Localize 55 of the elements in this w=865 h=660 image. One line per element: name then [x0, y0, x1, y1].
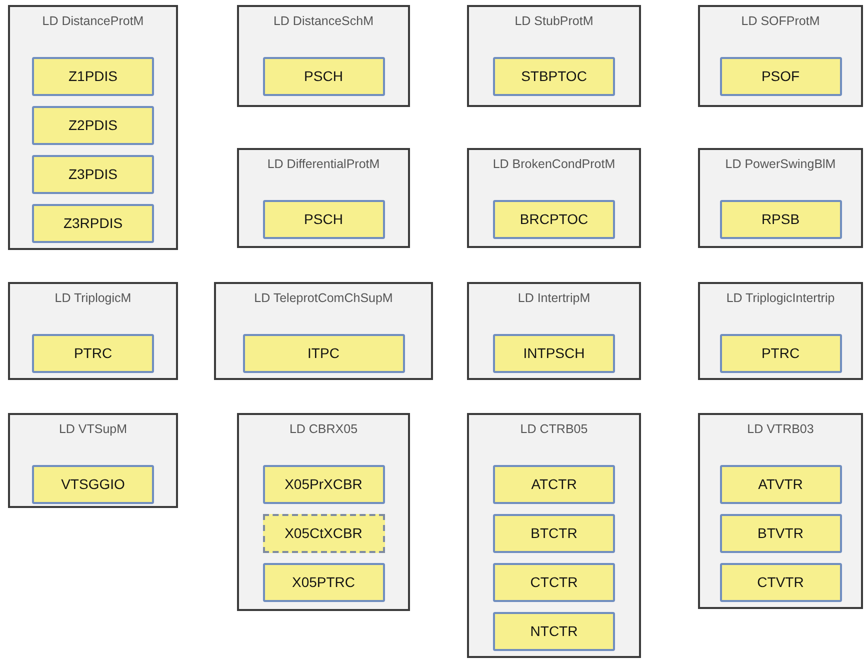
logical-node-box: INTPSCH: [493, 334, 615, 373]
logical-node-box: BTVTR: [720, 514, 842, 553]
logical-node-box: Z2PDIS: [32, 106, 154, 145]
device-title: LD DifferentialProtM: [266, 156, 381, 173]
logical-device-box: [698, 282, 863, 380]
logical-node-box: VTSGGIO: [32, 465, 154, 504]
logical-device-box: [698, 413, 863, 609]
logical-node-box: PTRC: [32, 334, 154, 373]
logical-device-box: [8, 5, 178, 250]
device-title: LD TriplogicIntertrip: [725, 290, 836, 307]
device-title: LD VTRB03: [746, 421, 815, 438]
logical-device-box: [8, 282, 178, 380]
logical-device-box: [237, 148, 410, 248]
device-title: LD StubProtM: [514, 13, 594, 30]
logical-node-box: X05CtXCBR: [262, 514, 384, 553]
device-title: LD BrokenCondProtM: [492, 156, 616, 173]
logical-node-box: NTCTR: [493, 612, 615, 651]
logical-node-box: BRCPTOC: [493, 200, 615, 239]
logical-node-box: Z3PDIS: [32, 155, 154, 194]
logical-node-box: Z1PDIS: [32, 57, 154, 96]
device-title: LD PowerSwingBlM: [724, 156, 837, 173]
logical-node-box: PSCH: [262, 200, 384, 239]
logical-device-box: [467, 148, 641, 248]
logical-device-box: [237, 5, 410, 107]
logical-device-box: [214, 282, 433, 380]
logical-device-box: [467, 282, 641, 380]
logical-device-box: [8, 413, 178, 508]
logical-node-box: ITPC: [242, 334, 404, 373]
device-title: LD VTSupM: [58, 421, 128, 438]
device-title: LD DistanceSchM: [272, 13, 375, 30]
device-title: LD SOFProtM: [740, 13, 821, 30]
logical-node-box: Z3RPDIS: [32, 204, 154, 243]
logical-node-box: RPSB: [720, 200, 842, 239]
logical-node-box: X05PrXCBR: [262, 465, 384, 504]
logical-device-box: [698, 148, 863, 248]
logical-device-box: [467, 413, 641, 658]
logical-node-box: STBPTOC: [493, 57, 615, 96]
device-title: LD CBRX05: [288, 421, 359, 438]
logical-device-box: [237, 413, 410, 611]
logical-node-box: CTCTR: [493, 563, 615, 602]
logical-device-box: [467, 5, 641, 107]
logical-node-box: ATVTR: [720, 465, 842, 504]
logical-node-box: PSCH: [262, 57, 384, 96]
device-title: LD DistanceProtM: [41, 13, 145, 30]
logical-node-box: ATCTR: [493, 465, 615, 504]
logical-device-box: [698, 5, 863, 107]
device-title: LD TeleprotComChSupM: [253, 290, 394, 307]
logical-node-box: X05PTRC: [262, 563, 384, 602]
logical-node-box: BTCTR: [493, 514, 615, 553]
device-title: LD TriplogicM: [54, 290, 132, 307]
logical-node-box: CTVTR: [720, 563, 842, 602]
logical-node-box: PSOF: [720, 57, 842, 96]
device-title: LD IntertripM: [516, 290, 592, 307]
logical-node-box: PTRC: [720, 334, 842, 373]
device-title: LD CTRB05: [519, 421, 589, 438]
